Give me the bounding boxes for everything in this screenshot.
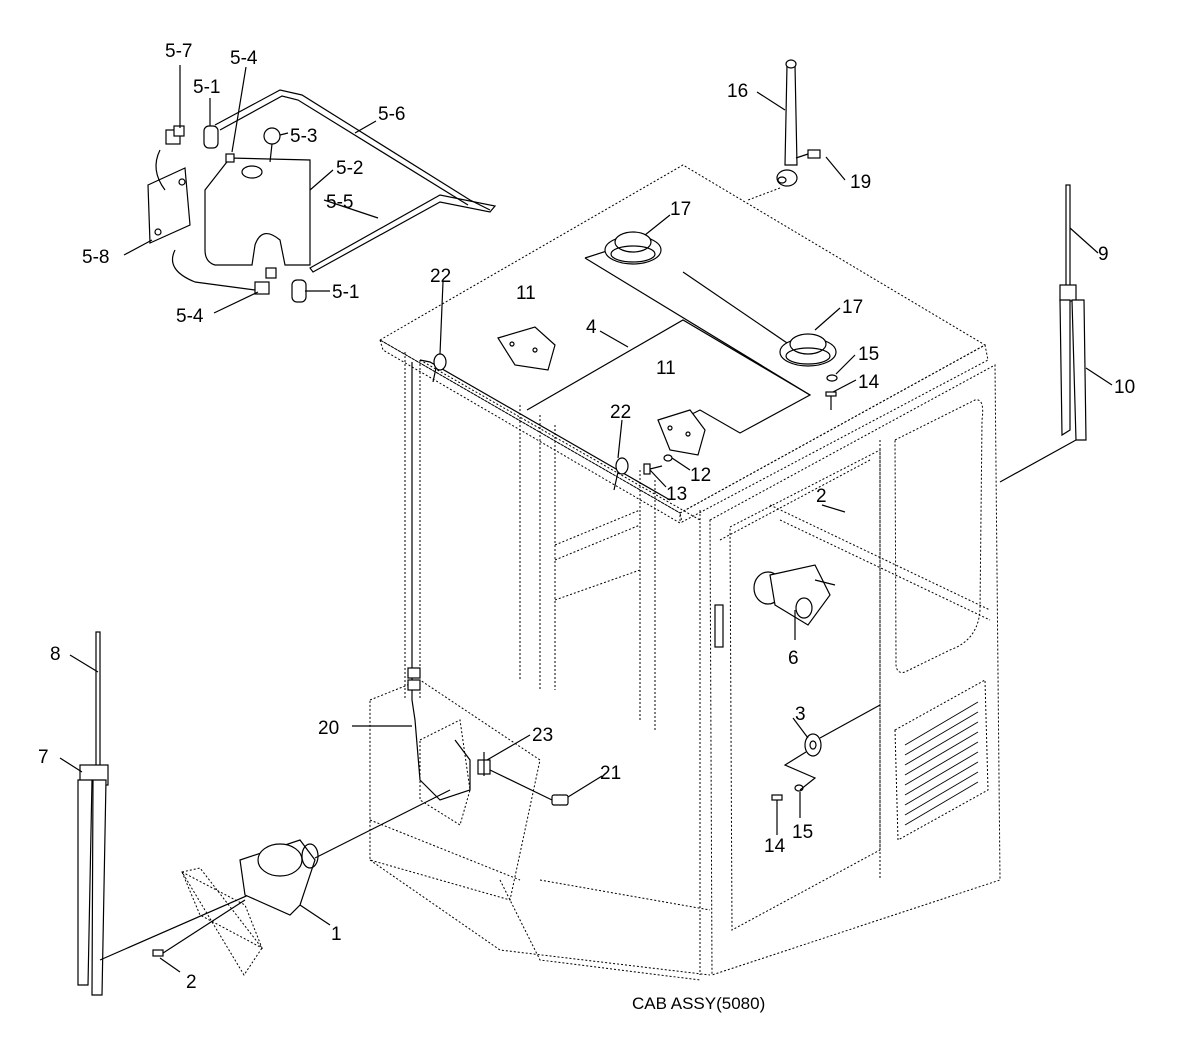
label-20: 20 xyxy=(318,718,339,739)
callout-labels: 5-7 5-4 5-1 5-6 5-3 5-2 5-5 5-8 5-4 5-1 … xyxy=(38,41,1135,993)
label-5-5: 5-5 xyxy=(326,192,353,213)
hose-clamp-22 xyxy=(432,353,629,491)
label-5-8: 5-8 xyxy=(82,247,109,268)
label-19: 19 xyxy=(850,172,871,193)
speaker-17 xyxy=(604,231,837,367)
hose-fitting-21-23 xyxy=(477,752,569,806)
screws-and-washers xyxy=(643,374,838,812)
front-wiper-arm xyxy=(77,631,261,996)
diagram-caption: CAB ASSY(5080) xyxy=(632,994,765,1013)
label-5-7: 5-7 xyxy=(165,41,192,62)
label-8: 8 xyxy=(50,644,61,665)
label-15: 15 xyxy=(858,344,879,365)
label-5-6: 5-6 xyxy=(378,104,405,125)
label-5-4: 5-4 xyxy=(230,48,258,69)
label-11: 11 xyxy=(656,358,676,379)
label-14: 14 xyxy=(858,372,880,393)
bracket-11 xyxy=(497,326,706,456)
leader-lines xyxy=(59,65,1113,973)
label-13: 13 xyxy=(666,484,687,505)
label-6: 6 xyxy=(788,648,799,669)
antenna-16 xyxy=(747,59,821,201)
label-1: 1 xyxy=(331,924,342,945)
label-21: 21 xyxy=(600,763,621,784)
label-14: 14 xyxy=(764,836,786,857)
label-16: 16 xyxy=(727,81,748,102)
switch-3 xyxy=(783,704,881,791)
label-5-3: 5-3 xyxy=(290,126,317,147)
label-15: 15 xyxy=(792,822,813,843)
label-10: 10 xyxy=(1114,377,1135,398)
label-3: 3 xyxy=(795,704,806,725)
label-5-1: 5-1 xyxy=(332,282,359,303)
label-9: 9 xyxy=(1098,244,1109,265)
label-22: 22 xyxy=(430,266,451,287)
label-4: 4 xyxy=(586,317,597,338)
wiring-harness-4 xyxy=(526,249,812,434)
label-2: 2 xyxy=(816,486,827,507)
cab-body xyxy=(369,164,1001,981)
label-11: 11 xyxy=(516,283,536,304)
label-5-2: 5-2 xyxy=(336,158,363,179)
wiper-motor-1 xyxy=(152,789,451,976)
label-17: 17 xyxy=(842,297,863,318)
label-2: 2 xyxy=(186,972,197,993)
wiper-motor-6 xyxy=(753,564,836,626)
label-5-1: 5-1 xyxy=(193,77,220,98)
label-23: 23 xyxy=(532,725,553,746)
label-17: 17 xyxy=(670,199,691,220)
label-12: 12 xyxy=(690,465,711,486)
washer-tank-assembly xyxy=(147,89,497,303)
rear-wiper-arm xyxy=(999,184,1087,483)
label-5-4: 5-4 xyxy=(176,306,204,327)
label-7: 7 xyxy=(38,747,49,768)
washer-hose xyxy=(407,359,671,801)
label-22: 22 xyxy=(610,402,631,423)
